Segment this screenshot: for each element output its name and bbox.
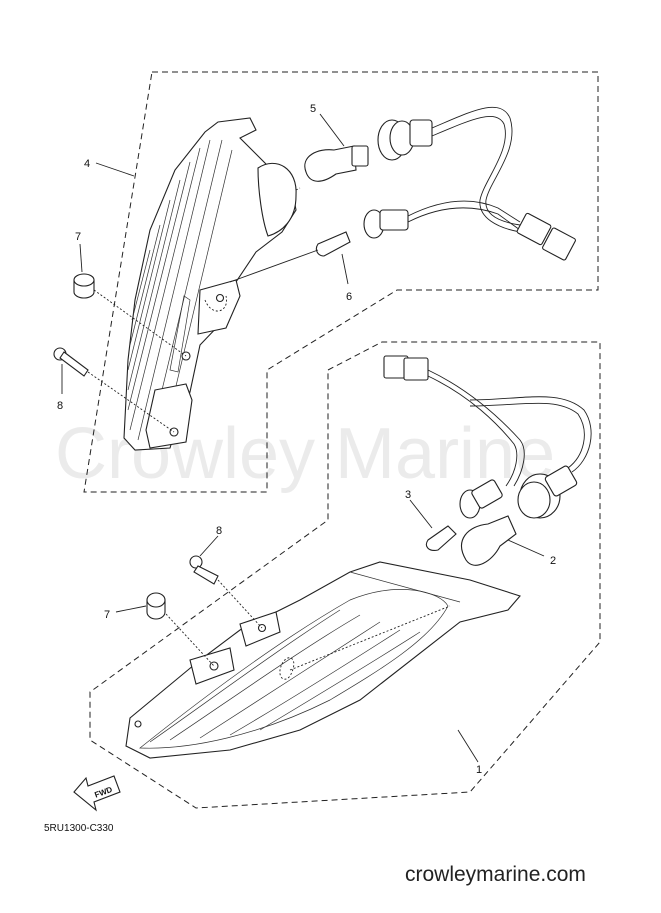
bulb-2 [461,515,517,566]
diagram-code: 5RU1300-C330 [44,823,114,834]
screw-8-upper [53,347,89,377]
lower-wire-harness [383,355,592,487]
leader-7-upper [79,243,83,273]
callout-6: 6 [346,291,352,303]
lower-socket-small [459,479,503,519]
grommet-7-upper [73,273,95,299]
leader-4 [95,162,135,177]
callout-2: 2 [550,555,556,567]
forward-arrow-icon: FWD [73,775,121,812]
callout-7-upper: 7 [75,231,81,243]
screw-8-lower [189,555,219,585]
callout-3: 3 [405,489,411,501]
leader-5 [319,113,345,147]
callout-1: 1 [476,764,482,776]
lower-socket-large [517,465,578,519]
lower-lens-housing [125,561,521,759]
leader-6 [341,253,349,285]
upper-wire-harness [407,106,576,261]
leader-8-lower [199,535,219,557]
leader-2 [507,539,545,557]
leader-7-lower [115,605,147,613]
callout-8-upper: 8 [57,400,63,412]
leader-3 [409,499,433,529]
upper-assembly-boundary [83,71,599,493]
callout-4: 4 [84,158,90,170]
upper-socket-small [363,209,409,239]
callout-5: 5 [310,103,316,115]
upper-socket-large [377,119,433,161]
lower-assembly-boundary [89,341,601,809]
site-url: crowleymarine.com [405,863,586,886]
callout-8-lower: 8 [216,525,222,537]
leader-1 [457,729,479,763]
bulb-5 [304,145,369,182]
bulb-6 [315,231,351,257]
grommet-7-lower [146,592,166,620]
callout-7-lower: 7 [104,609,110,621]
bulb-3 [425,525,457,551]
upper-lens-housing [123,117,297,451]
